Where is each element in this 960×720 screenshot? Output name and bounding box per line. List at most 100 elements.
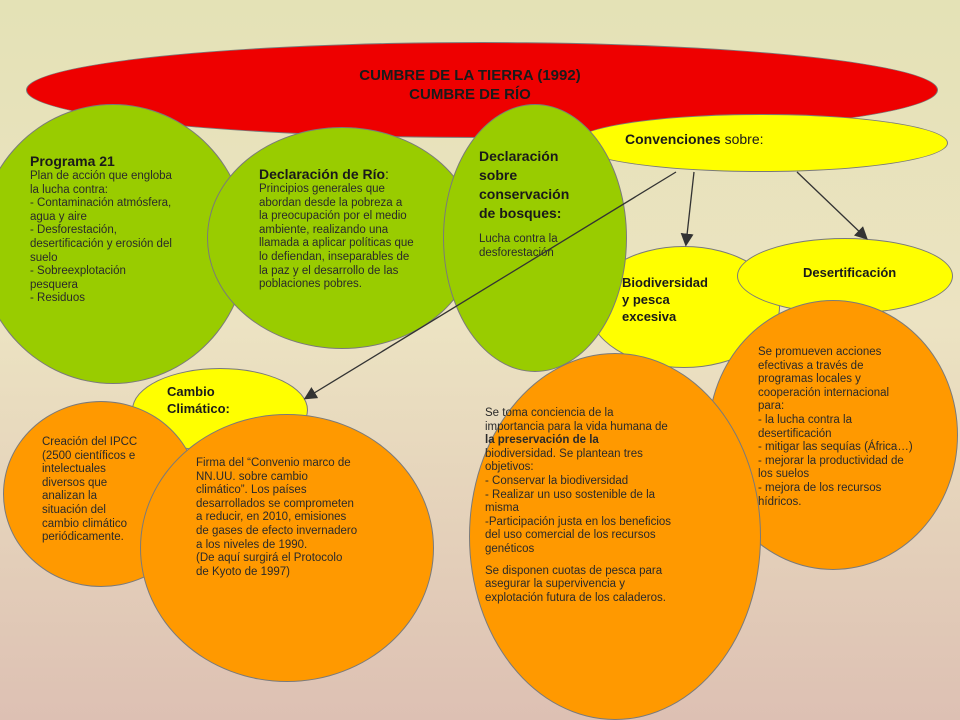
biodiversidad-detail-line: - Conservar la biodiversidad <box>485 474 629 487</box>
programa21-line: agua y aire <box>30 210 87 223</box>
declaracion-rio-text: Declaración de Río: Principios generales… <box>259 166 439 292</box>
convenio-marco-line: de Kyoto de 1997) <box>196 565 290 578</box>
title-block: CUMBRE DE LA TIERRA (1992) CUMBRE DE RÍO <box>300 66 640 104</box>
desertificacion-line: Se promueven acciones <box>758 346 882 358</box>
biodiversidad-detail-line: Se toma conciencia de la <box>485 407 614 419</box>
declaracion-rio-line: poblaciones pobres. <box>259 278 362 291</box>
convenio-marco-line: Firma del “Convenio marco de <box>196 457 351 469</box>
declaracion-rio-line: lo defiendan, inseparables de <box>259 250 410 263</box>
desertificacion-line: para: <box>758 400 785 413</box>
programa21-line: la lucha contra: <box>30 183 108 196</box>
declaracion-bosques-text: Declaración sobre conservación de bosque… <box>479 147 609 260</box>
desertificacion-line: - mejorar la productividad de <box>758 454 904 467</box>
declaracion-rio-ellipse <box>207 127 477 349</box>
convenio-marco-line: de gases de efecto invernadero <box>196 524 358 537</box>
declaracion-bosques-heading: Declaración sobre conservación de bosque… <box>479 147 609 223</box>
declaracion-rio-line: la preocupación por el medio <box>259 210 407 223</box>
cambio-climatico-line: Cambio <box>167 384 215 399</box>
declaracion-rio-line: abordan desde la pobreza a <box>259 196 403 209</box>
biodiversidad-detail-line: del uso comercial de los recursos <box>485 529 656 542</box>
declaracion-bosques-line: Lucha contra la <box>479 233 558 245</box>
declaracion-bosques-body: Lucha contra la desforestación <box>479 233 609 260</box>
ipcc-line: diversos que <box>42 476 108 489</box>
declaracion-bosques-heading-line: de bosques: <box>479 205 562 221</box>
desertificacion-line: efectivas a través de <box>758 359 864 372</box>
convenio-marco-text: Firma del “Convenio marco de NN.UU. sobr… <box>196 457 396 579</box>
desertificacion-line: los suelos <box>758 468 810 481</box>
convenciones-label-rest: sobre: <box>720 131 764 147</box>
title-line-2: CUMBRE DE RÍO <box>409 86 531 103</box>
desertificacion-line: hídricos. <box>758 495 802 508</box>
programa21-ellipse <box>0 104 248 384</box>
convenciones-label: Convenciones sobre: <box>625 131 764 147</box>
desertificacion-line: - la lucha contra la <box>758 413 852 426</box>
biodiversidad-detail-line: - Realizar un uso sostenible de la <box>485 488 656 501</box>
cambio-climatico-line: Climático: <box>167 401 230 416</box>
biodiversidad-detail-line2: explotación futura de los caladeros. <box>485 591 666 604</box>
biodiversidad-detail-text: Se toma conciencia de la importancia par… <box>485 407 745 605</box>
convenio-marco-line: climático”. Los países <box>196 484 307 497</box>
ipcc-line: Creación del IPCC <box>42 436 138 448</box>
ipcc-line: periódicamente. <box>42 531 124 544</box>
desertificacion-line: - mitigar las sequías (África…) <box>758 441 913 454</box>
biodiversidad-detail-line: la preservación de la <box>485 434 599 447</box>
programa21-line: - Desforestación, <box>30 224 117 237</box>
ipcc-line: intelectuales <box>42 463 106 476</box>
programa21-line: pesquera <box>30 278 78 291</box>
biodiversidad-detail-ellipse <box>469 353 761 720</box>
convenio-marco-line: a los niveles de 1990. <box>196 538 308 551</box>
programa21-line: desertificación y erosión del <box>30 237 172 250</box>
programa21-line: - Contaminación atmósfera, <box>30 197 172 210</box>
biodiversidad-detail-line: importancia para la vida humana de <box>485 420 668 433</box>
ipcc-line: analizan la <box>42 490 97 503</box>
arrow-to-biodiversidad <box>680 171 695 247</box>
convenio-marco-ellipse <box>140 414 434 682</box>
ipcc-line: situación del <box>42 503 106 516</box>
biodiversidad-line: Biodiversidad <box>622 275 708 290</box>
arrow-to-desertificacion <box>796 171 868 240</box>
biodiversidad-detail-line: objetivos: <box>485 461 534 474</box>
biodiversidad-line: excesiva <box>622 309 677 324</box>
programa21-line: suelo <box>30 251 58 264</box>
programa21-heading: Programa 21 <box>30 153 115 169</box>
programa21-line: Plan de acción que engloba <box>30 170 172 182</box>
desertificacion-line: cooperación internacional <box>758 386 890 399</box>
title-line-1: CUMBRE DE LA TIERRA (1992) <box>359 67 581 84</box>
declaracion-rio-line: llamada a aplicar políticas que <box>259 237 414 250</box>
biodiversidad-detail-line: genéticos <box>485 542 535 555</box>
programa21-text: Programa 21 Plan de acción que engloba l… <box>30 153 210 306</box>
desertificacion-detail-text: Se promueven acciones efectivas a través… <box>758 346 948 509</box>
declaracion-rio-line: Principios generales que <box>259 183 385 195</box>
biodiversidad-detail-line2: Se disponen cuotas de pesca para <box>485 564 663 577</box>
ipcc-line: (2500 científicos e <box>42 449 136 462</box>
declaracion-bosques-heading-line: sobre <box>479 167 518 183</box>
convenio-marco-line: desarrollados se comprometen <box>196 497 354 510</box>
desertificacion-label: Desertificación <box>803 265 897 280</box>
declaracion-rio-body: Principios generales que abordan desde l… <box>259 183 439 292</box>
declaracion-bosques-ellipse <box>443 104 627 372</box>
declaracion-rio-line: la paz y el desarrollo de las <box>259 264 399 277</box>
biodiversidad-detail-line2: asegurar la supervivencia y <box>485 578 625 591</box>
declaracion-bosques-heading-line: Declaración <box>479 148 559 164</box>
biodiversidad-detail-line: misma <box>485 502 519 515</box>
convenio-marco-line: (De aquí surgirá el Protocolo <box>196 552 343 565</box>
biodiversidad-detail-line: biodiversidad. Se plantean tres <box>485 447 643 460</box>
declaracion-rio-heading: Declaración de Río: <box>259 166 389 182</box>
convenciones-label-bold: Convenciones <box>625 131 721 147</box>
programa21-body: Plan de acción que engloba la lucha cont… <box>30 170 210 306</box>
declaracion-rio-line: ambiente, realizando una <box>259 223 389 236</box>
arrow-to-cambio-climatico <box>303 171 677 400</box>
desertificacion-line: programas locales y <box>758 373 861 386</box>
programa21-line: - Residuos <box>30 292 85 305</box>
programa21-line: - Sobreexplotación <box>30 265 126 278</box>
ipcc-text: Creación del IPCC (2500 científicos e in… <box>42 436 162 545</box>
biodiversidad-line: y pesca <box>622 292 670 307</box>
cambio-climatico-label: Cambio Climático: <box>167 383 230 417</box>
biodiversidad-label: Biodiversidad y pesca excesiva <box>622 274 708 325</box>
ipcc-line: cambio climático <box>42 517 127 530</box>
biodiversidad-detail-line: -Participación justa en los beneficios <box>485 515 672 528</box>
desertificacion-line: desertificación <box>758 427 832 440</box>
declaracion-bosques-heading-line: conservación <box>479 186 570 202</box>
convenio-marco-line: a reducir, en 2010, emisiones <box>196 511 347 524</box>
